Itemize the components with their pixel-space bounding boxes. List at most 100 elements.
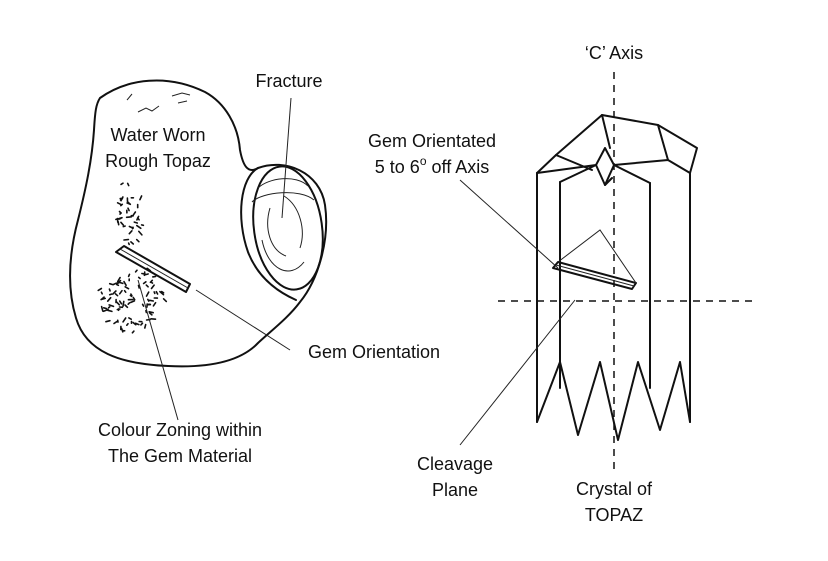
orientation-guide: [557, 229, 637, 284]
speckle: [108, 282, 114, 286]
speckle: [137, 284, 140, 289]
speckle: [102, 306, 108, 310]
speckle: [97, 287, 103, 292]
speckle: [126, 322, 129, 327]
speckle: [118, 300, 123, 305]
speckle: [131, 330, 135, 334]
speckle: [138, 230, 143, 236]
speckle: [127, 242, 130, 246]
speckle: [120, 221, 125, 226]
speckle: [107, 305, 111, 309]
speckle: [122, 225, 126, 228]
fracture-texture: [257, 178, 309, 189]
label-gem-orientated-1: Gem Orientated: [368, 131, 496, 151]
speckle: [139, 195, 143, 201]
termination-face: [555, 114, 669, 171]
label-gem-orientated-2: 5 to 6o off Axis: [375, 154, 489, 177]
fracture-edge: [240, 167, 297, 301]
label-c-axis: ‘C’ Axis: [585, 43, 643, 63]
speckle: [115, 300, 121, 306]
gem-orientated-suffix: off Axis: [427, 157, 490, 177]
speckle: [125, 216, 133, 219]
rough-topaz-pebble: [69, 79, 328, 368]
speckle: [114, 293, 119, 297]
crystal-termination: [536, 114, 698, 174]
label-gem-orientation: Gem Orientation: [308, 342, 440, 362]
speckle: [145, 284, 149, 288]
speckle: [136, 224, 142, 230]
label-cleavage-2: Plane: [432, 480, 478, 500]
speckle: [152, 301, 157, 307]
speckle: [145, 309, 148, 314]
label-cleavage-1: Cleavage: [417, 454, 493, 474]
leader-fracture: [281, 97, 292, 219]
crystal-body: [536, 172, 691, 423]
leader-cleavage: [459, 299, 576, 446]
speckle: [141, 303, 145, 307]
speckle: [112, 290, 117, 295]
speckle: [137, 276, 141, 280]
speckle: [107, 309, 113, 313]
top-ridges: [536, 159, 691, 186]
speckle: [127, 302, 131, 306]
speckle: [142, 280, 147, 285]
speckle: [118, 289, 123, 295]
speckle: [135, 238, 140, 243]
label-colour-zoning-1: Colour Zoning within: [98, 420, 262, 440]
speckle: [162, 297, 168, 303]
speckle: [100, 291, 103, 295]
speckle: [120, 327, 124, 333]
colour-zoning-speckles: [97, 182, 168, 334]
speckle: [126, 202, 131, 205]
speckle: [160, 290, 165, 294]
topaz-crystal: [498, 72, 754, 470]
label-fracture: Fracture: [255, 71, 322, 91]
speckle: [119, 212, 122, 215]
speckle: [148, 299, 155, 302]
crystal-base: [536, 361, 691, 441]
speckle: [117, 281, 124, 285]
speckle: [112, 282, 118, 286]
speckle: [145, 291, 150, 297]
speckle: [140, 322, 144, 326]
speckle: [159, 290, 165, 296]
fracture-texture: [261, 239, 305, 272]
speckle: [130, 293, 133, 297]
speckle: [122, 300, 125, 308]
speckle: [108, 288, 111, 292]
speckle: [134, 269, 138, 273]
speckle: [116, 308, 121, 311]
speckle: [132, 321, 137, 326]
speckle: [124, 304, 129, 309]
speckle: [126, 182, 130, 187]
speckle: [123, 280, 127, 287]
speckle: [116, 276, 121, 283]
speckle: [128, 317, 132, 321]
speckle: [148, 310, 154, 314]
gem-outline: [115, 245, 191, 293]
fracture-texture: [251, 192, 315, 203]
speckle: [108, 304, 115, 308]
degree-superscript: o: [420, 154, 427, 168]
speckle: [123, 238, 130, 241]
speckle: [124, 285, 130, 290]
speckle: [141, 272, 146, 275]
speckle: [147, 298, 150, 302]
pebble-outline: [69, 79, 328, 368]
speckle: [130, 241, 135, 245]
speckle: [127, 273, 131, 278]
speckle: [143, 273, 149, 276]
label-water-worn-1: Water Worn: [110, 125, 205, 145]
speckle: [116, 202, 123, 206]
speckle: [106, 296, 112, 303]
fracture-texture: [283, 195, 303, 249]
fracture-surface: [240, 165, 324, 301]
worn-mark: [137, 105, 160, 113]
speckle: [105, 319, 111, 323]
gem-facet-line: [555, 264, 635, 287]
fracture-texture: [267, 207, 287, 257]
gem-shape-left: [115, 245, 191, 293]
label-water-worn-2: Rough Topaz: [105, 151, 211, 171]
